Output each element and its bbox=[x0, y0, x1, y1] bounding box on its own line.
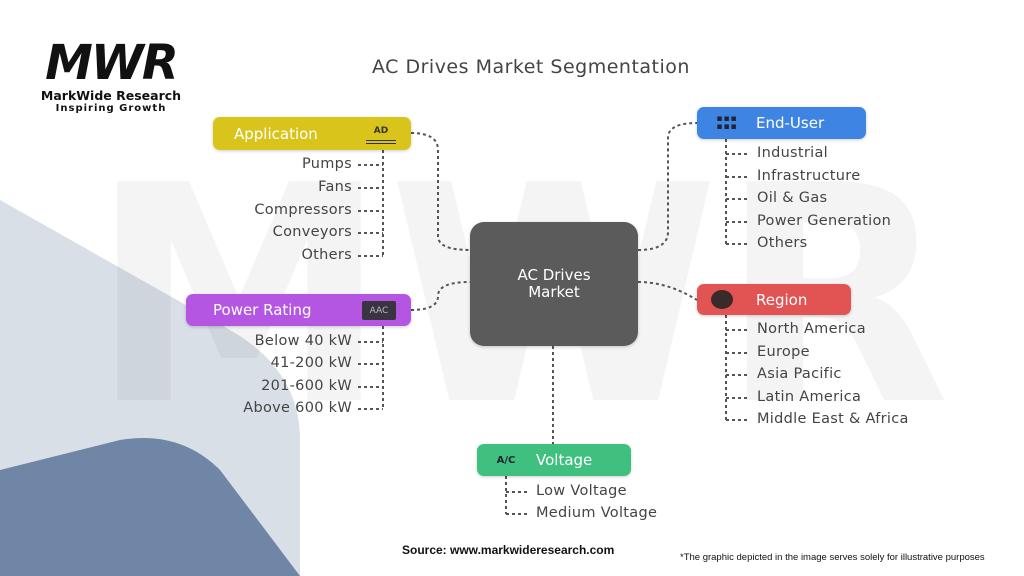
list-item: Low Voltage bbox=[536, 483, 627, 499]
list-item: Above 600 kW bbox=[243, 400, 352, 416]
globe-icon bbox=[711, 290, 733, 309]
list-item: 201-600 kW bbox=[261, 378, 352, 394]
list-item: Medium Voltage bbox=[536, 505, 658, 521]
logo-mark: MWR bbox=[45, 35, 179, 91]
logo-name: MarkWide Research bbox=[40, 88, 182, 103]
region-node: Region bbox=[697, 284, 851, 315]
list-item: Europe bbox=[757, 344, 810, 360]
region-label: Region bbox=[756, 290, 808, 309]
aac-icon: AAC bbox=[362, 301, 396, 320]
list-item: Conveyors bbox=[272, 224, 352, 240]
list-item: North America bbox=[757, 321, 866, 337]
list-item: Middle East & Africa bbox=[757, 411, 909, 427]
list-item: Infrastructure bbox=[757, 168, 861, 184]
list-item: 41-200 kW bbox=[270, 355, 352, 371]
ad-icon: AD bbox=[366, 122, 396, 144]
list-item: Fans bbox=[318, 179, 352, 195]
list-item: Below 40 kW bbox=[254, 333, 352, 349]
ac-icon: A/C bbox=[496, 454, 516, 466]
list-item: Others bbox=[301, 247, 352, 263]
list-item: Pumps bbox=[301, 156, 352, 172]
end-user-label: End-User bbox=[756, 114, 825, 132]
list-item: Power Generation bbox=[757, 213, 892, 229]
list-item: Oil & Gas bbox=[757, 190, 828, 206]
logo-tagline: Inspiring Growth bbox=[55, 103, 167, 114]
disclaimer-text: *The graphic depicted in the image serve… bbox=[680, 552, 985, 563]
list-item: Others bbox=[757, 235, 808, 251]
logo: MWR MarkWide Research Inspiring Growth bbox=[36, 38, 186, 114]
list-item: Asia Pacific bbox=[757, 366, 842, 382]
center-node: AC Drives Market bbox=[470, 222, 638, 346]
application-label: Application bbox=[234, 124, 318, 143]
list-item: Compressors bbox=[254, 202, 352, 218]
grid-icon: ▪▪▪▪▪▪ bbox=[716, 114, 738, 132]
end-user-node: ▪▪▪▪▪▪ End-User bbox=[697, 107, 866, 139]
list-item: Industrial bbox=[757, 145, 829, 161]
center-label: AC Drives Market bbox=[517, 266, 591, 301]
page-title: AC Drives Market Segmentation bbox=[372, 56, 690, 78]
voltage-node: A/C Voltage bbox=[477, 444, 631, 476]
voltage-label: Voltage bbox=[536, 451, 593, 469]
source-text: Source: www.markwideresearch.com bbox=[402, 543, 615, 557]
power-rating-label: Power Rating bbox=[213, 301, 312, 319]
power-rating-node: Power Rating AAC bbox=[186, 294, 411, 326]
application-node: Application AD bbox=[213, 117, 411, 150]
list-item: Latin America bbox=[757, 389, 862, 405]
